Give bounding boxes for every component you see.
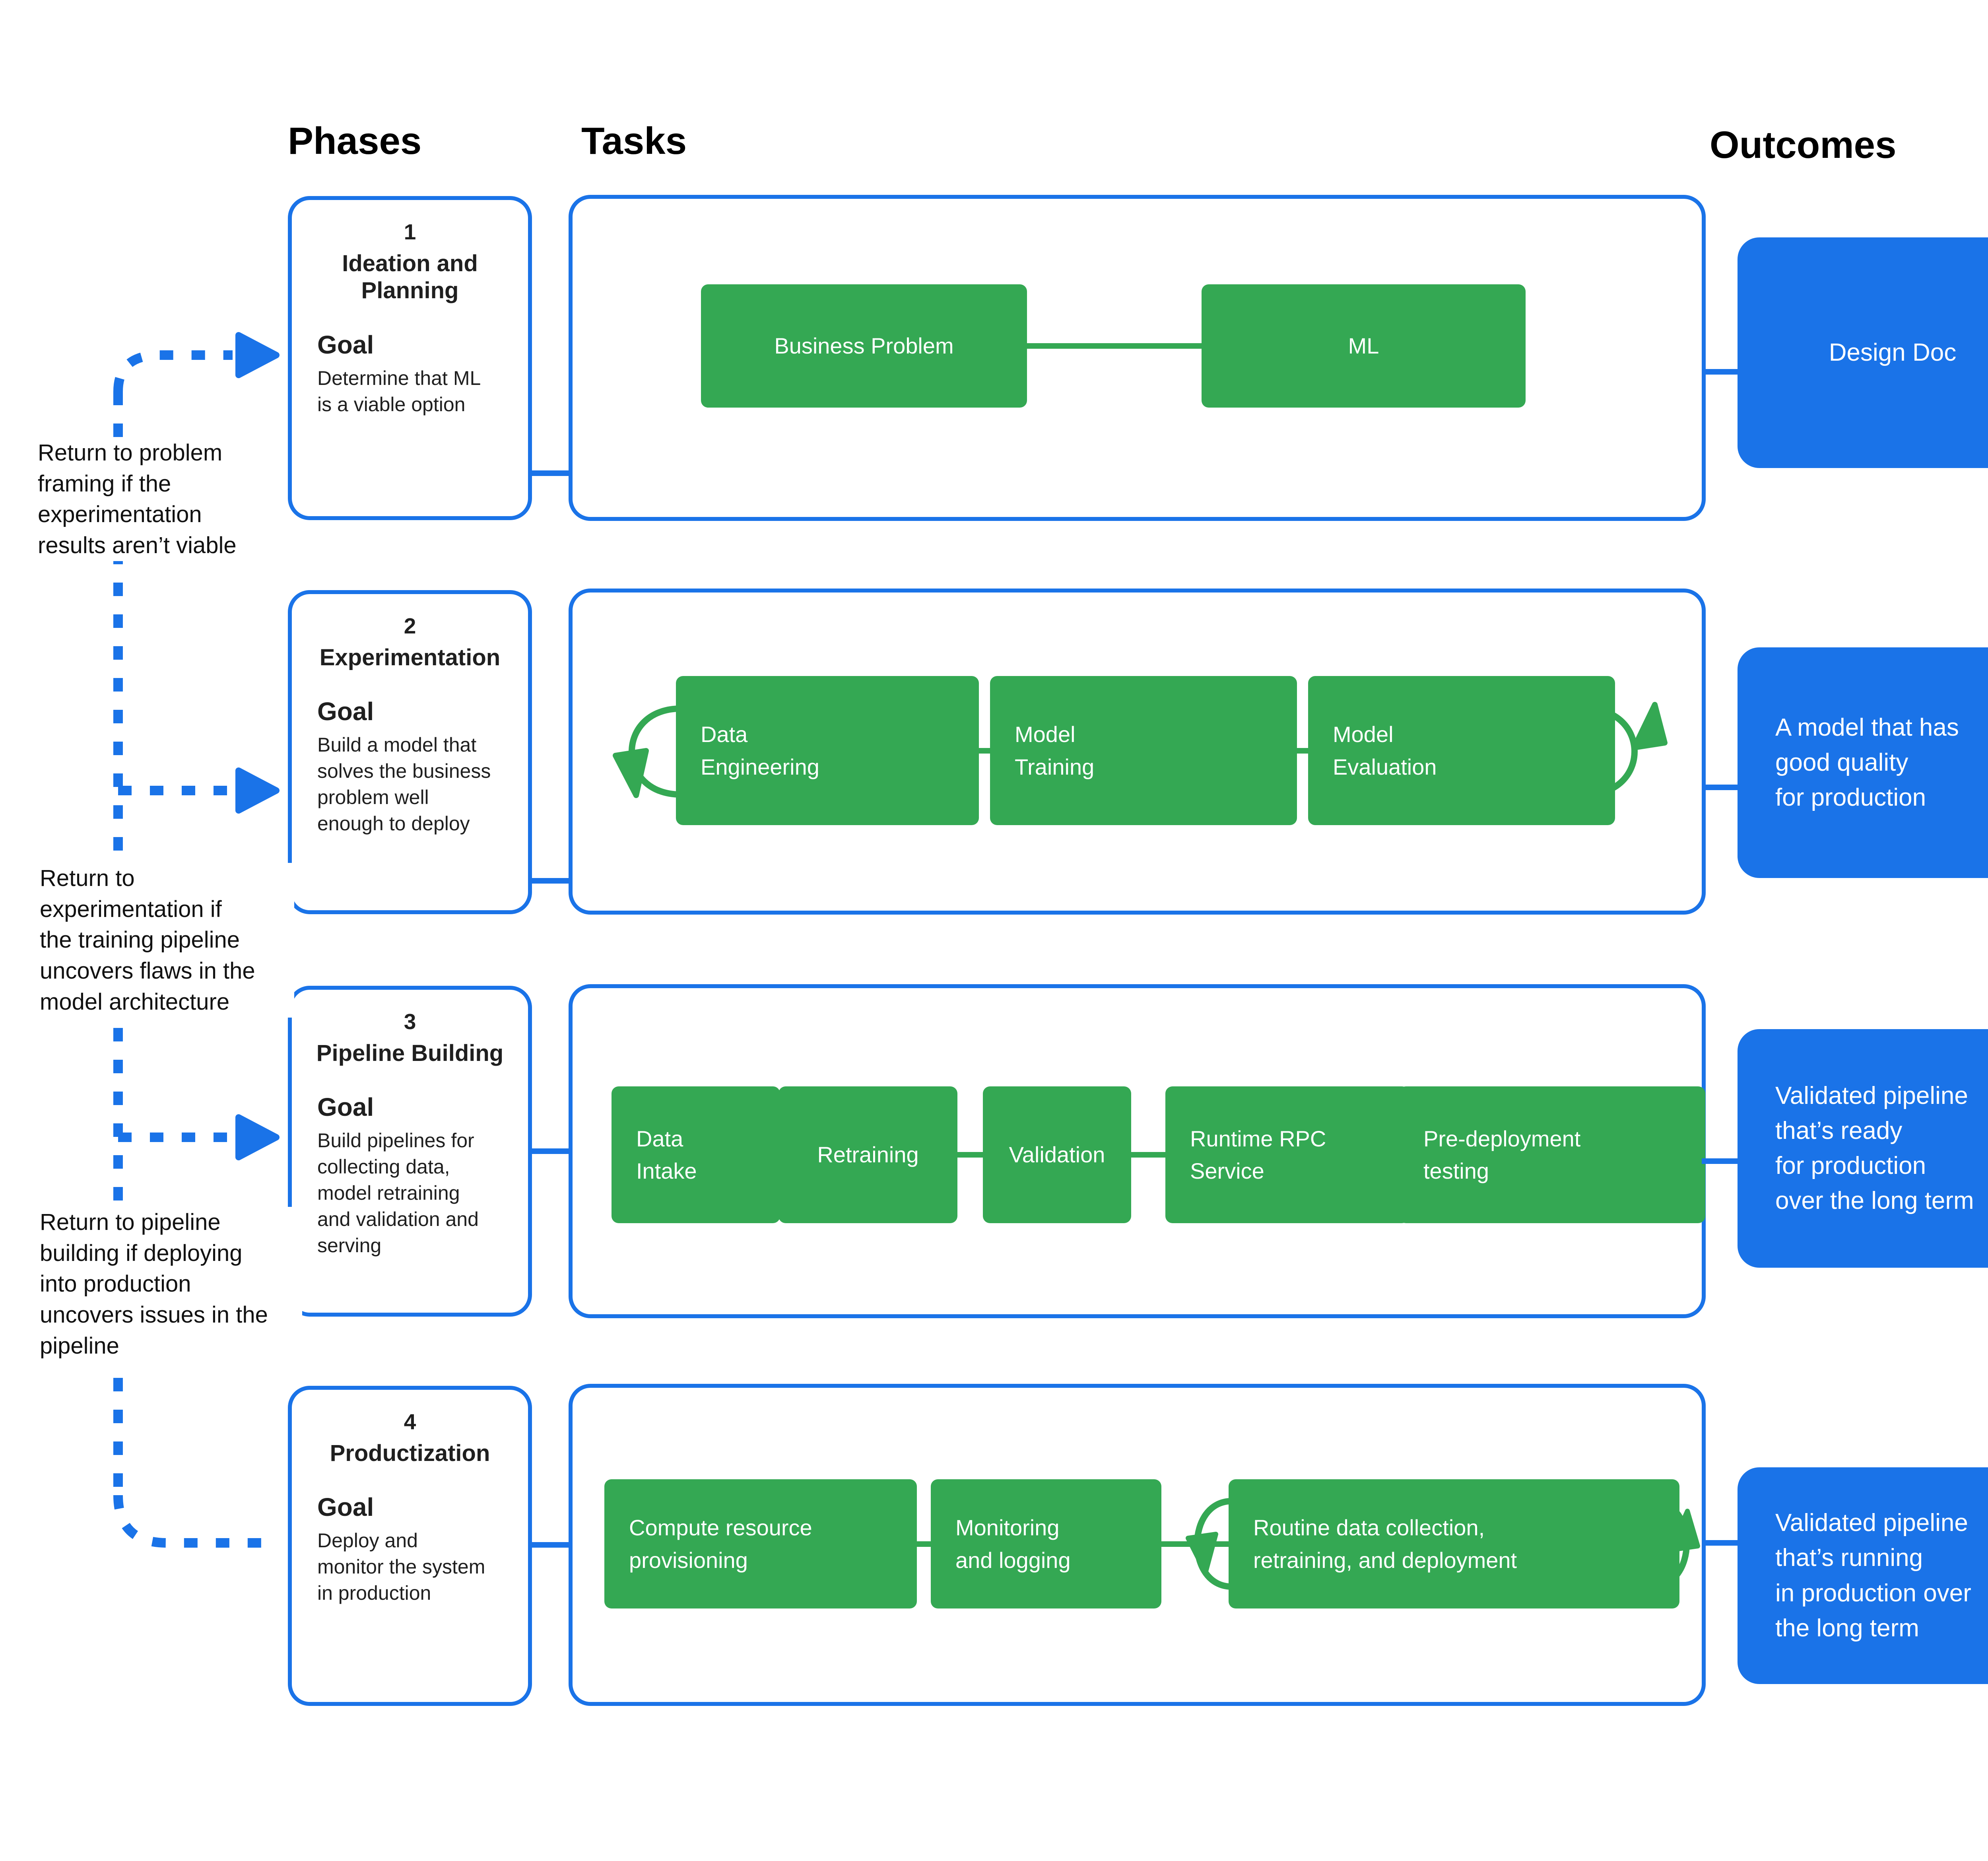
phase-number: 4 [404, 1409, 416, 1434]
goal-label: Goal [317, 330, 374, 359]
blue-stub-connectors [529, 369, 1741, 1548]
task-runtime-rpc-service: Runtime RPC Service [1165, 1086, 1409, 1223]
outcome-design-doc: Design Doc [1738, 237, 1988, 468]
goal-label: Goal [317, 1093, 374, 1122]
goal-text: Deploy and monitor the system in product… [317, 1529, 485, 1605]
phase-number: 1 [404, 220, 416, 244]
annotation-return-to-experimentation: Return to experimentation if the trainin… [40, 863, 294, 1018]
task-compute-resource-provisioning: Compute resource provisioning [604, 1479, 917, 1608]
phase-card-pipeline-building: 3 Pipeline Building Goal Build pipelines… [280, 984, 532, 1323]
task-pre-deployment-testing: Pre-deployment testing [1399, 1086, 1705, 1223]
phase-number: 2 [404, 614, 416, 638]
phase-title: Productization [330, 1440, 490, 1466]
task-monitoring-and-logging: Monitoring and logging [931, 1479, 1161, 1608]
phase-card-productization: 4 Productization Goal Deploy and monitor… [280, 1384, 532, 1712]
phase-number: 3 [404, 1009, 416, 1034]
task-routine-data-collection: Routine data collection, retraining, and… [1229, 1479, 1679, 1608]
outcome-validated-pipeline-ready: Validated pipeline that’s ready for prod… [1738, 1029, 1988, 1268]
task-data-engineering: Data Engineering [676, 676, 979, 825]
goal-text: Build a model that solves the business p… [317, 734, 491, 835]
task-retraining: Retraining [779, 1086, 957, 1223]
arrow-to-experimentation [235, 767, 280, 814]
task-validation: Validation [983, 1086, 1131, 1223]
annotation-return-to-problem-framing: Return to problem framing if the experim… [38, 437, 276, 561]
header-outcomes: Outcomes [1710, 124, 1897, 166]
arrow-to-pipeline-building [235, 1114, 280, 1160]
goal-label: Goal [317, 697, 374, 726]
annotation-return-to-pipeline-building: Return to pipeline building if deploying… [40, 1207, 302, 1362]
task-ml: ML [1202, 284, 1526, 408]
header-tasks: Tasks [581, 120, 687, 162]
task-business-problem: Business Problem [701, 284, 1027, 408]
goal-text: Build pipelines for collecting data, mod… [317, 1129, 479, 1257]
green-task-connectors [755, 343, 1399, 1547]
phase-title: Pipeline Building [316, 1040, 504, 1066]
phase-card-experimentation: 2 Experimentation Goal Build a model tha… [280, 589, 532, 921]
arrow-to-ideation [235, 332, 280, 378]
phase-card-ideation: 1 Ideation and Planning Goal Determine t… [280, 194, 532, 526]
phase-title: Ideation and Planning [342, 251, 478, 304]
goal-text: Determine that ML is a viable option [317, 367, 481, 416]
goal-label: Goal [317, 1493, 374, 1522]
outcome-good-quality-model: A model that has good quality for produc… [1738, 647, 1988, 878]
task-model-evaluation: Model Evaluation [1308, 676, 1615, 825]
phase-title: Experimentation [319, 645, 501, 670]
task-model-training: Model Training [990, 676, 1297, 825]
task-data-intake: Data Intake [612, 1086, 780, 1223]
outcome-validated-pipeline-running: Validated pipeline that’s running in pro… [1738, 1467, 1988, 1684]
header-phases: Phases [288, 120, 422, 162]
